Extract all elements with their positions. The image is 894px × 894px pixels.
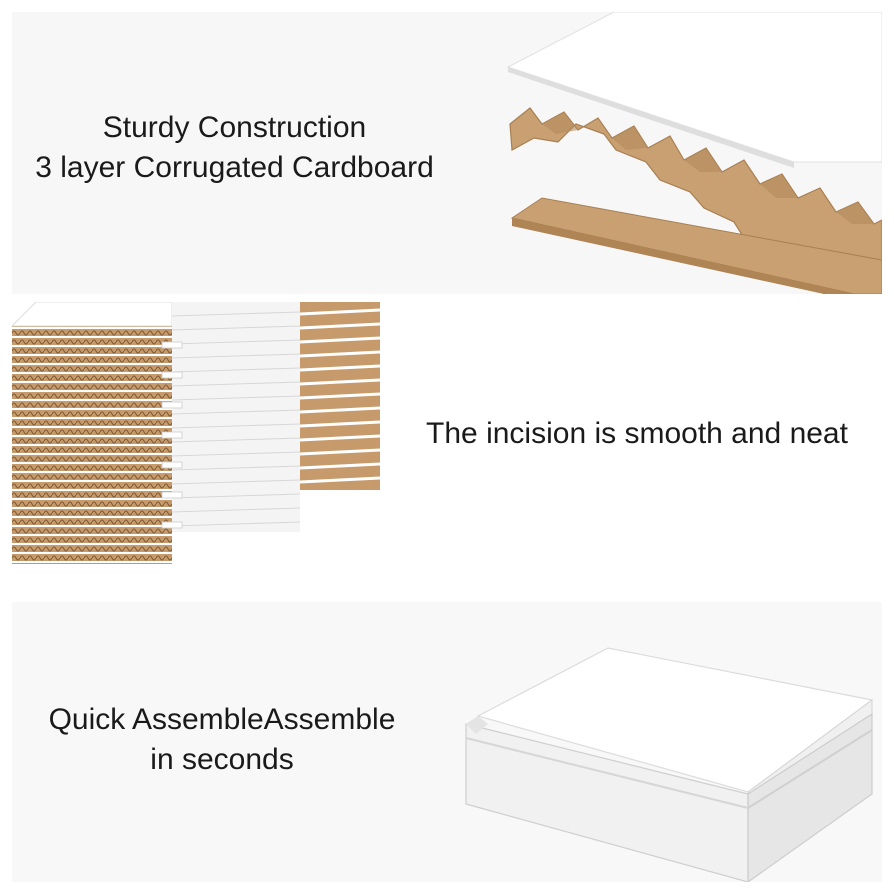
feature-panel-incision: The incision is smooth and neat <box>12 302 882 572</box>
construction-caption-line-2: 3 layer Corrugated Cardboard <box>35 151 434 184</box>
construction-caption: Sturdy Construction 3 layer Corrugated C… <box>12 108 457 188</box>
stacked-flat-boxes-illustration <box>12 302 381 564</box>
construction-caption-line-1: Sturdy Construction <box>102 111 367 144</box>
feature-panel-assembly: Quick AssembleAssemble in seconds <box>12 602 882 882</box>
corrugated-layers-illustration <box>506 12 882 294</box>
white-mailer-box-illustration <box>465 647 874 882</box>
assembly-caption-line-2: in seconds <box>150 743 294 776</box>
incision-caption-line-1: The incision is smooth and neat <box>426 417 848 450</box>
incision-caption: The incision is smooth and neat <box>397 414 877 454</box>
assembly-caption-line-1: Quick AssembleAssemble <box>48 703 396 736</box>
feature-panel-construction: Sturdy Construction 3 layer Corrugated C… <box>12 12 882 294</box>
assembly-caption: Quick AssembleAssemble in seconds <box>12 700 432 780</box>
